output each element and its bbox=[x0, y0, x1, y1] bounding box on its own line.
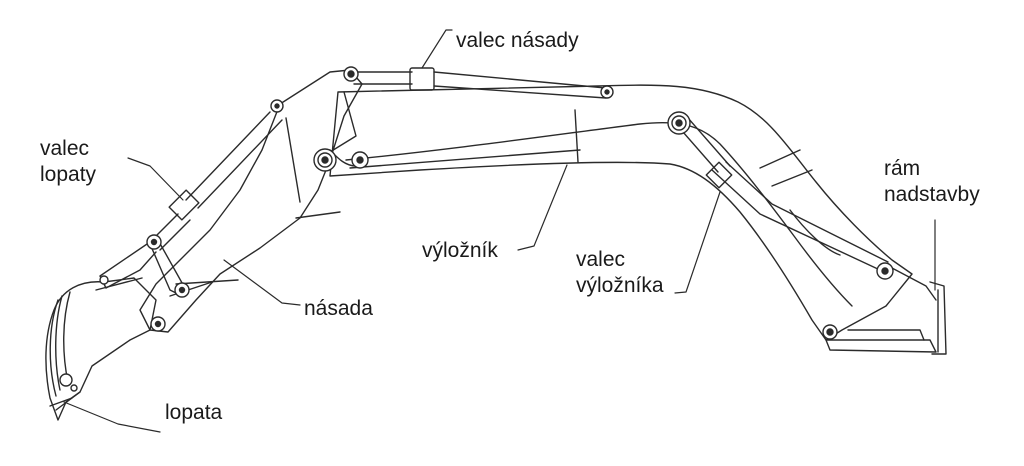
pin-boom-knee bbox=[667, 111, 691, 135]
pin-bucket-tip bbox=[59, 373, 78, 392]
pin-bucket-link bbox=[99, 275, 109, 285]
pin-boom-cyl-base bbox=[876, 262, 894, 280]
pin-stick-top bbox=[343, 66, 359, 82]
leader-valec-nasady bbox=[421, 29, 453, 69]
label-bucket: lopata bbox=[165, 401, 223, 424]
label-boom-cylinder: valec výložníka bbox=[576, 248, 664, 297]
pin-linkage bbox=[146, 234, 162, 250]
label-bucket-cylinder: valec lopaty bbox=[40, 137, 97, 186]
leader-lopata bbox=[63, 401, 161, 433]
superstructure-frame bbox=[929, 281, 947, 355]
label-arm-cylinder: valec násady bbox=[456, 29, 579, 52]
pin-bucket-cyl-top bbox=[270, 99, 284, 113]
pin-stick-lower bbox=[174, 282, 190, 298]
label-superstructure-frame: rám nadstavby bbox=[884, 157, 980, 206]
pin-boom-cyl-end bbox=[351, 151, 369, 169]
label-stick: násada bbox=[304, 297, 373, 320]
bucket bbox=[45, 277, 157, 421]
pin-stick-tip bbox=[150, 316, 166, 332]
label-boom: výložník bbox=[422, 239, 498, 262]
boom bbox=[329, 84, 937, 353]
leader-valec-vylozn bbox=[674, 191, 721, 294]
pin-boom-foot bbox=[822, 324, 838, 340]
arm-cylinder bbox=[353, 67, 607, 99]
leader-nasada bbox=[223, 259, 301, 306]
leader-valec-lopaty bbox=[127, 157, 184, 201]
leader-lines bbox=[63, 29, 936, 433]
pin-stick-boom bbox=[313, 148, 337, 172]
boom-cylinder bbox=[675, 117, 889, 271]
pin-arm-cyl-rod bbox=[600, 85, 614, 99]
bucket-cylinder bbox=[149, 111, 283, 251]
stick bbox=[139, 69, 363, 333]
leader-vylozn bbox=[517, 164, 568, 251]
pins bbox=[59, 66, 894, 392]
